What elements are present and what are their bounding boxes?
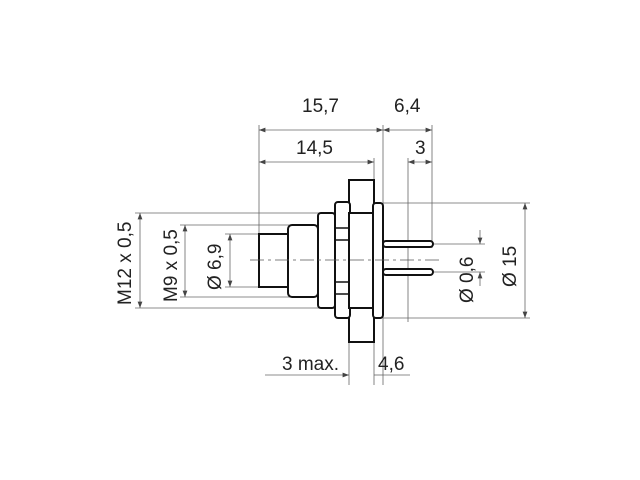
rear-flange <box>372 202 384 319</box>
label-pin-length: 3 <box>415 138 426 159</box>
pin-2 <box>382 268 434 276</box>
label-rear-offset: 4,6 <box>378 354 404 375</box>
label-pin-diameter: Ø 0,6 <box>457 257 478 303</box>
label-rear-length: 6,4 <box>394 96 421 117</box>
pin-1 <box>382 240 434 248</box>
label-panel-thickness: 3 max. <box>282 354 339 375</box>
dimension-lines <box>137 127 528 378</box>
label-overall-length: 15,7 <box>302 96 339 117</box>
front-cylinder <box>258 233 290 288</box>
housing-core <box>348 212 375 309</box>
label-inner-thread: M9 x 0,5 <box>161 229 182 302</box>
connector-body <box>250 179 440 343</box>
thread-section <box>287 224 319 298</box>
label-outer-thread: M12 x 0,5 <box>115 222 136 305</box>
outer-thread <box>317 212 336 309</box>
label-flange-diameter: Ø 15 <box>500 246 521 287</box>
label-front-diameter: Ø 6,9 <box>205 244 226 290</box>
label-front-length: 14,5 <box>296 138 333 159</box>
